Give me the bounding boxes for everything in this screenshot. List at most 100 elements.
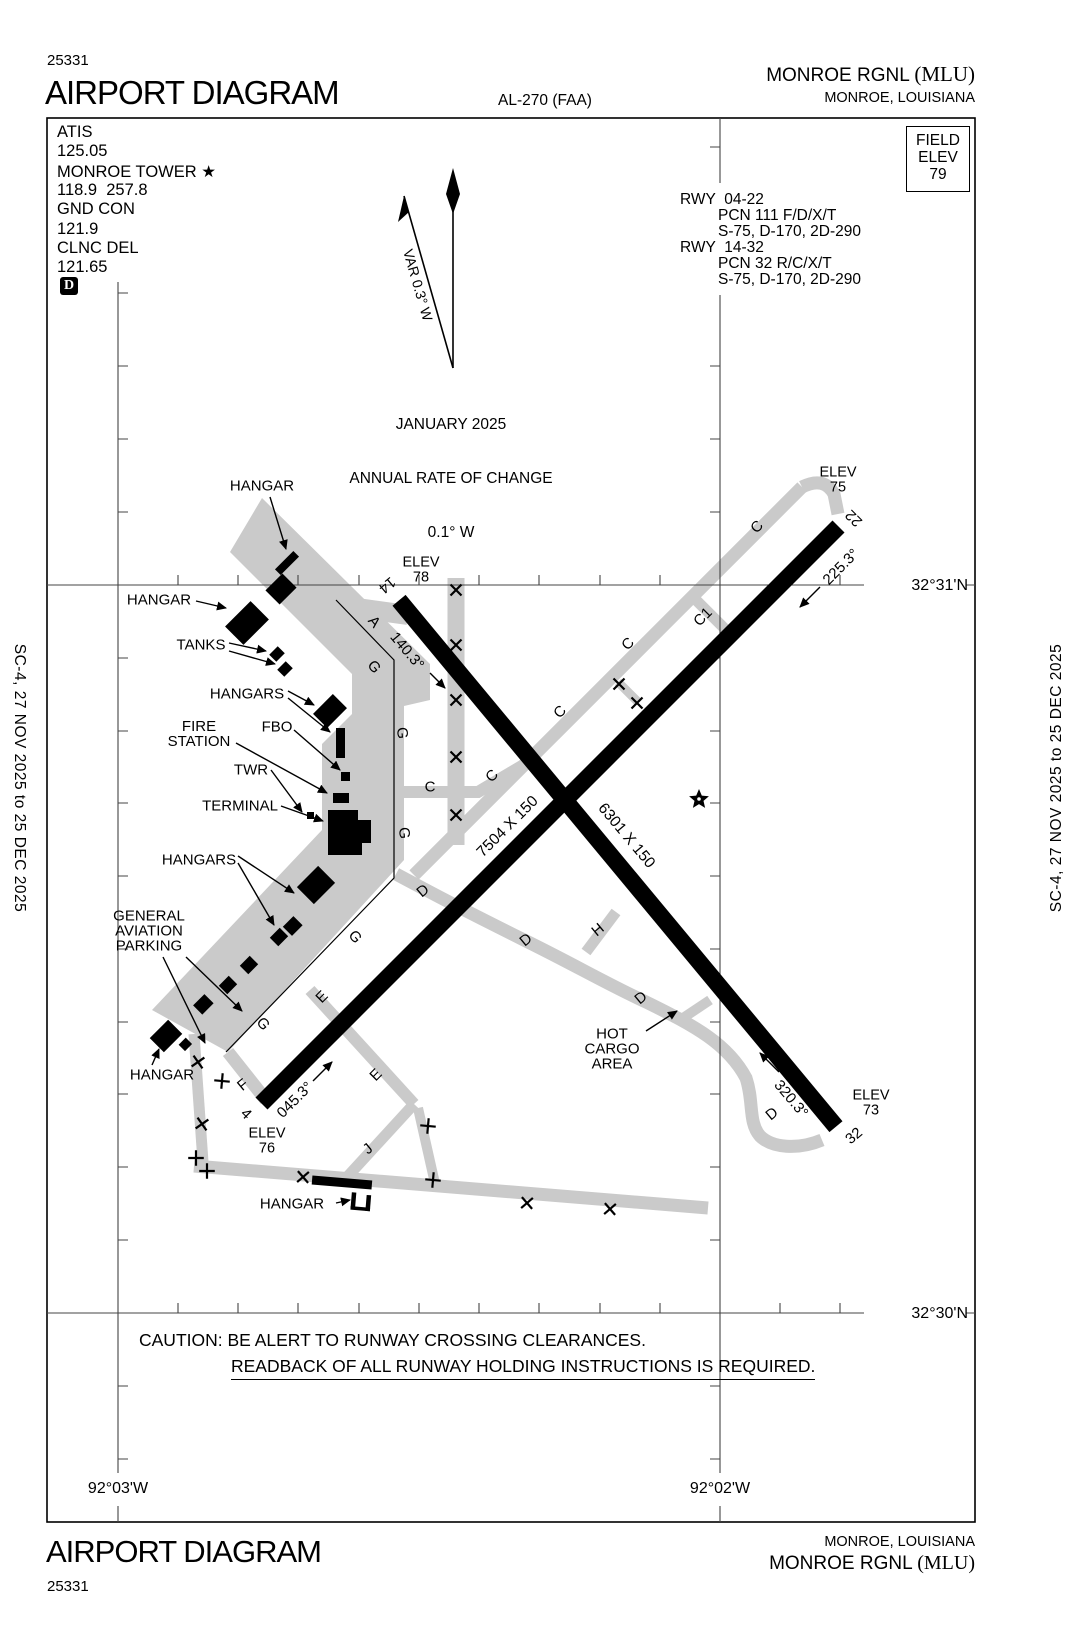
rate-of-change-value: 0.1° W (427, 524, 475, 541)
taxiway-h (581, 908, 621, 956)
hangar-building (193, 994, 214, 1015)
tanks-label: TANKS (176, 636, 226, 654)
hangar-building (239, 955, 259, 975)
rwy-0422-strength: S-75, D-170, 2D-290 (718, 223, 862, 240)
hangar-building (336, 728, 345, 758)
cycle-note-left: SC-4, 27 NOV 2025 to 25 DEC 2025 (11, 643, 28, 913)
page-title: AIRPORT DIAGRAM (45, 74, 340, 111)
field-elev-line1: FIELD (916, 132, 960, 149)
rate-of-change-label: ANNUAL RATE OF CHANGE (349, 470, 553, 487)
runway-04-22 (255, 520, 845, 1110)
airport-name-bottom: MONROE RGNL (MLU) (769, 1552, 975, 1575)
general-aviation-parking-label: GENERAL AVIATION PARKING (113, 907, 185, 955)
airport-beacon-icon (689, 789, 709, 808)
hangars-label-1: HANGARS (209, 685, 285, 703)
taxiway-c-stub (404, 754, 536, 798)
runway-14-32 (392, 594, 843, 1133)
field-elev-value: 79 (929, 166, 947, 183)
hangar-building (282, 916, 303, 936)
hangar-building (178, 1037, 193, 1052)
threshold-elevation-label: ELEV 75 (819, 464, 857, 495)
terminal-building (328, 810, 371, 855)
footer-title: AIRPORT DIAGRAM (46, 1534, 322, 1569)
longitude-label-1: 92°03'W (87, 1480, 149, 1497)
hangar-label-3: HANGAR (129, 1066, 195, 1084)
north-arrow-icon (398, 168, 460, 369)
comm-box-line: 118.9 257.8 (57, 180, 148, 199)
hangar-building (274, 550, 300, 576)
twr-label: TWR (233, 761, 269, 779)
taxiway-label-g: G (395, 826, 413, 840)
closed-finger (188, 1033, 209, 1163)
hangar-label-1: HANGAR (229, 477, 295, 495)
rwy-0422-pcn: PCN 111 F/D/X/T (718, 207, 837, 224)
comm-box-line: 125.05 (57, 142, 108, 161)
rwy-1432-strength: S-75, D-170, 2D-290 (718, 271, 862, 288)
taxiway-e (305, 985, 419, 1109)
longitude-label-2: 92°02'W (689, 1480, 751, 1497)
annual-rate-block: JANUARY 2025 ANNUAL RATE OF CHANGE 0.1° … (349, 380, 552, 578)
city-state-top: MONROE, LOUISIANA (824, 90, 975, 106)
tank (269, 646, 285, 662)
procedure-id: AL-270 (FAA) (498, 92, 592, 109)
comm-box-line: 121.65 (57, 258, 108, 277)
variation-date: JANUARY 2025 (395, 416, 507, 433)
tank (277, 661, 293, 677)
comm-box-line: ATIS (57, 123, 93, 141)
threshold-elevation-label: ELEV 78 (402, 554, 440, 585)
hangars-label-2: HANGARS (161, 851, 237, 869)
comm-box-line: CLNC DEL (57, 238, 139, 257)
fire-station-label: FIRE STATION (167, 718, 231, 750)
caution-line-1: CAUTION: BE ALERT TO RUNWAY CROSSING CLE… (139, 1330, 646, 1350)
field-elev-line2: ELEV (918, 149, 958, 166)
hangar-building (149, 1019, 183, 1053)
hangar-building (269, 927, 289, 947)
hangar-label-4: HANGAR (259, 1195, 325, 1213)
field-elevation-box: FIELD ELEV 79 (906, 126, 970, 192)
terminal-label: TERMINAL (202, 797, 278, 815)
hangar-building (265, 573, 297, 605)
rwy-0422-id: RWY 04-22 (680, 191, 764, 208)
leader-arrows (151, 496, 821, 1207)
taxiway-c-hook (799, 476, 845, 516)
hangar-building (218, 975, 238, 995)
hangar-building (311, 1175, 373, 1190)
taxiway-c (409, 482, 807, 880)
hangar-label-2: HANGAR (126, 591, 192, 609)
airport-name-top: MONROE RGNL (MLU) (766, 62, 975, 87)
hangar-building (296, 865, 336, 905)
hangar-building (350, 1192, 372, 1212)
hangar-building (225, 601, 269, 645)
chart-border (46, 117, 976, 1523)
airport-code-text: (MLU) (914, 62, 975, 86)
latitude-label-2: 32°30'N (911, 1305, 968, 1322)
taxiway-label-c: C (424, 778, 436, 796)
atis-datalink-icon: D (60, 277, 78, 295)
taxiway-f (222, 1047, 272, 1105)
airport-name-text: MONROE RGNL (769, 1553, 912, 1574)
chart-number-bottom: 25331 (47, 1578, 89, 1595)
chart-number-top: 25331 (47, 52, 89, 69)
grid-lines (47, 118, 975, 1522)
tower-building (307, 812, 314, 819)
taxiway-j (343, 1100, 419, 1180)
rwy-1432-pcn: PCN 32 R/C/X/T (718, 255, 832, 272)
runways (255, 520, 845, 1133)
taxiway-label-g: G (393, 726, 411, 740)
cycle-note-right: SC-4, 27 NOV 2025 to 25 DEC 2025 (1048, 643, 1065, 913)
fbo-label: FBO (261, 718, 293, 736)
hot-cargo-stub (680, 995, 713, 1023)
hot-cargo-area-label: HOT CARGO AREA (584, 1025, 640, 1073)
airport-name-text: MONROE RGNL (766, 65, 910, 86)
caution-line-2: READBACK OF ALL RUNWAY HOLDING INSTRUCTI… (231, 1356, 816, 1380)
comm-box-line: 121.9 (57, 219, 99, 238)
comm-box-line: MONROE TOWER ★ (57, 162, 217, 181)
fire-station-building (333, 793, 349, 803)
latitude-label-1: 32°31'N (911, 577, 968, 594)
hangar-building (313, 694, 347, 728)
fbo-building (341, 772, 350, 781)
main-apron (152, 498, 430, 1052)
taxiway-c1 (690, 594, 731, 635)
